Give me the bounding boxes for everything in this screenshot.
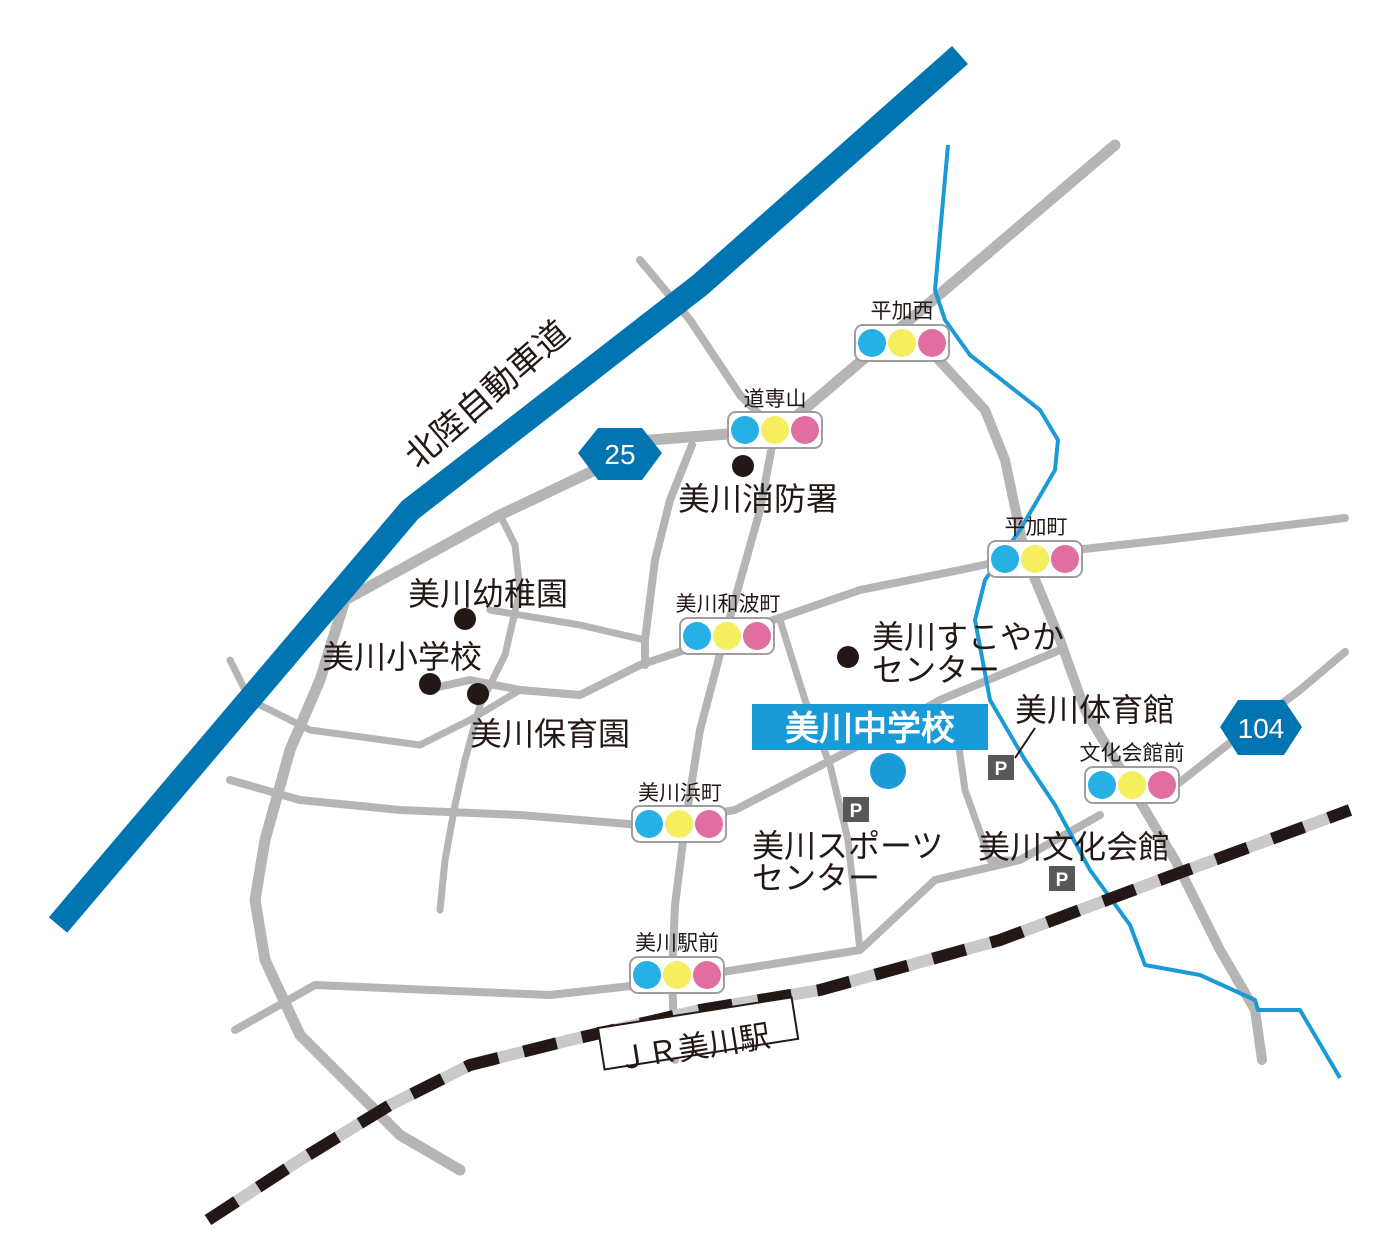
destination-school: 美川中学校 [752, 704, 988, 789]
route-25-number: 25 [604, 439, 635, 470]
elementary-school-label: 美川小学校 [322, 638, 482, 676]
parking-culture-letter: P [1056, 870, 1069, 891]
parking-gym: P [988, 755, 1014, 780]
gym-leader-line [1014, 727, 1036, 759]
signal-light-blue [633, 961, 661, 989]
school-label: 美川中学校 [785, 709, 955, 749]
parking-sports-box [843, 797, 869, 822]
signal-light-blue [731, 416, 759, 444]
signal-light-yellow [1118, 771, 1146, 799]
signal-heika-nishi: 平加西 [854, 299, 950, 362]
signal-label-wanami-machi: 美川和波町 [676, 592, 781, 616]
signal-heika-machi: 平加町 [987, 515, 1083, 578]
road-sports [776, 616, 864, 954]
signal-label-ekimae: 美川駅前 [635, 931, 719, 955]
road-heika-south [920, 340, 1267, 1065]
sports-center-label-line1: 美川スポーツ [752, 827, 943, 865]
road-gym [951, 716, 1024, 864]
signal-light-red [1051, 545, 1079, 573]
signal-hamamachi: 美川浜町 [631, 781, 727, 843]
signal-light-yellow [761, 416, 789, 444]
road-north-spur [636, 256, 769, 424]
school-location-marker [870, 753, 906, 789]
signal-light-red [695, 810, 723, 838]
signal-light-red [918, 329, 946, 357]
parking-sports: P [843, 797, 869, 822]
sports-center-label-line2: センター [752, 859, 880, 897]
signal-light-yellow [1021, 545, 1049, 573]
signal-light-blue [683, 622, 711, 650]
road-inner-north [436, 511, 524, 914]
parking-culture-box [1049, 866, 1075, 891]
signal-light-blue [1088, 771, 1116, 799]
health-center-label-line1: 美川すこやか [872, 618, 1064, 656]
route-104-shield: 104 [1220, 700, 1302, 755]
signal-light-blue [858, 329, 886, 357]
signal-light-blue [635, 810, 663, 838]
signal-light-yellow [665, 810, 693, 838]
road-network [226, 139, 1349, 1176]
kindergarten-label: 美川幼稚園 [408, 575, 568, 613]
elementary-school-dot [419, 673, 441, 695]
road-west-parallel [641, 441, 696, 669]
highway-hokuriku [48, 46, 968, 933]
nursery-school-label: 美川保育園 [470, 715, 630, 753]
health-center-label-line2: センター [872, 651, 1000, 689]
signal-light-yellow [713, 622, 741, 650]
signal-light-yellow [888, 329, 916, 357]
signal-bunka-kaikan-mae: 文化会館前 [1080, 741, 1185, 804]
signal-label-hamamachi: 美川浜町 [638, 781, 722, 805]
parking-gym-letter: P [995, 759, 1008, 780]
signal-light-red [791, 416, 819, 444]
route-25-hexagon [578, 428, 662, 480]
parking-culture: P [1049, 866, 1075, 891]
nursery-school-dot [467, 683, 489, 705]
road-ekimae [231, 811, 1104, 1034]
signal-label-bunka-kaikan-mae: 文化会館前 [1080, 741, 1185, 765]
fire-station-dot [732, 455, 754, 477]
parking-gym-box [988, 755, 1014, 780]
signal-wanami-machi: 美川和波町 [676, 592, 781, 655]
route-25-shield: 25 [578, 428, 662, 480]
fire-station-label: 美川消防署 [678, 480, 838, 518]
signal-light-yellow [663, 961, 691, 989]
landmark-dots [419, 455, 859, 705]
signal-light-blue [991, 545, 1019, 573]
signal-dosenzan: 道専山 [727, 387, 823, 449]
river [933, 144, 1342, 1080]
signal-label-heika-nishi: 平加西 [871, 299, 934, 323]
road-route-25 [339, 139, 1121, 606]
signal-light-red [693, 961, 721, 989]
road-kindergarten [486, 606, 649, 644]
signal-label-dosenzan: 道専山 [744, 387, 807, 411]
parking-sports-letter: P [850, 801, 863, 822]
station-box [596, 996, 800, 1071]
signal-light-red [1148, 771, 1176, 799]
signal-light-red [743, 622, 771, 650]
gym-label: 美川体育館 [1015, 691, 1175, 729]
route-104-number: 104 [1238, 713, 1285, 744]
school-label-box [752, 704, 988, 750]
kindergarten-dot [454, 608, 476, 630]
health-center-dot [837, 646, 859, 668]
culture-hall-label: 美川文化会館 [978, 828, 1170, 866]
signal-ekimae: 美川駅前 [629, 931, 725, 994]
signal-label-heika-machi: 平加町 [1005, 515, 1068, 539]
route-104-hexagon [1220, 700, 1302, 755]
